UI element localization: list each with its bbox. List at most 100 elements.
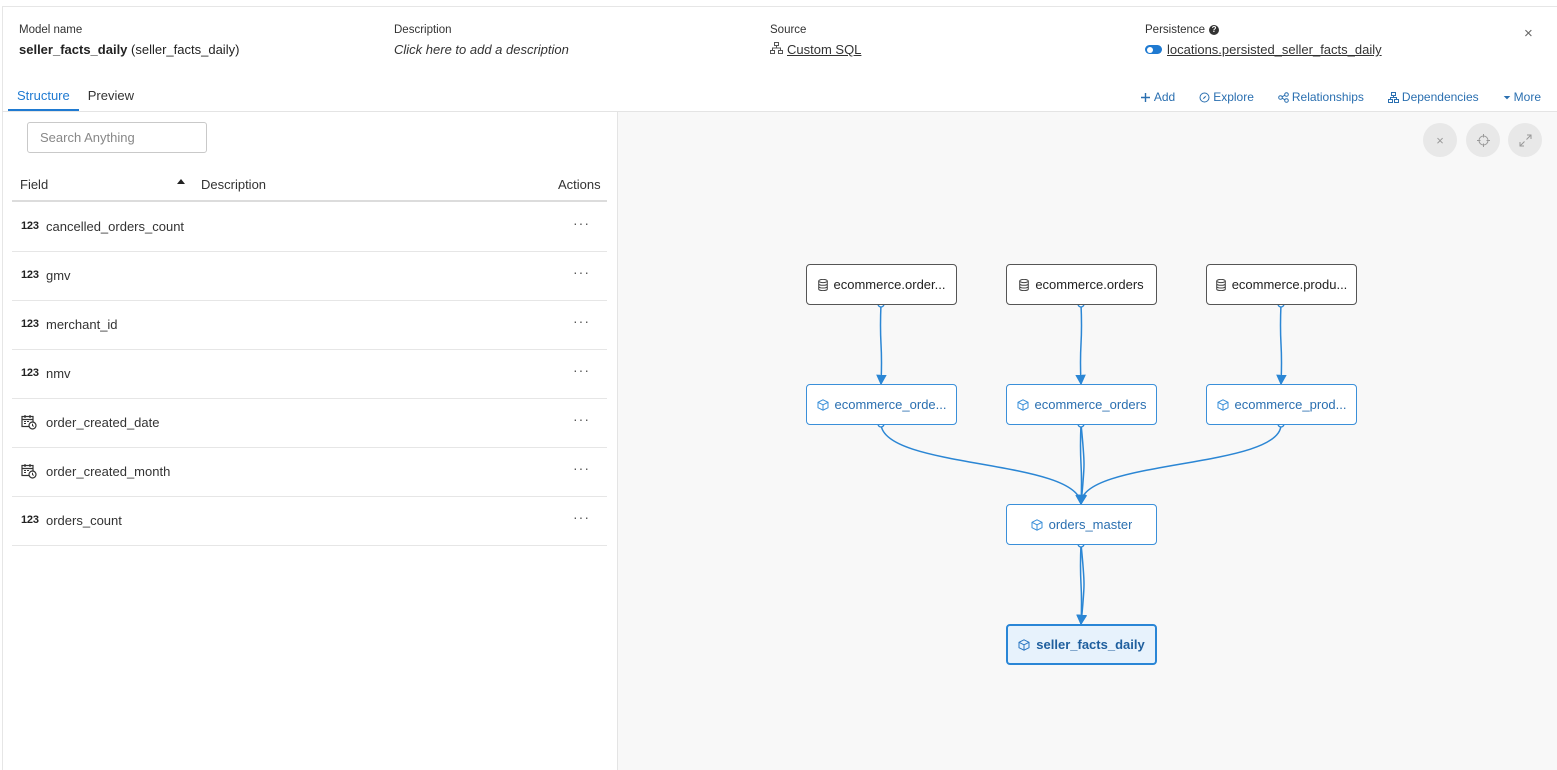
graph-edge [880,423,1086,506]
add-label: Add [1153,90,1176,104]
database-icon [817,278,828,291]
tab-bar: Structure Preview [8,84,143,111]
persistence-link[interactable]: locations.persisted_seller_facts_daily [1167,42,1382,57]
number-icon: 123 [21,367,39,379]
caret-down-icon [1503,95,1510,99]
graph-edge [1075,303,1086,386]
model-alias-value: (seller_facts_daily) [131,42,240,57]
graph-node-ecommerce-order-items-model[interactable]: ecommerce_orde... [806,384,957,425]
row-actions-button[interactable]: ··· [573,411,590,427]
table-row[interactable]: 123 gmv ··· [12,252,607,301]
actions-column-header: Actions [558,177,601,192]
calendar-clock-icon [21,463,37,482]
number-icon: 123 [21,220,39,232]
field-name: gmv [46,268,71,283]
graph-node-ecommerce-order-items[interactable]: ecommerce.order... [806,264,957,305]
field-name: nmv [46,366,71,381]
graph-edge [1076,543,1088,626]
panel-divider [617,112,618,770]
more-button[interactable]: More [1503,90,1541,104]
row-actions-button[interactable]: ··· [573,460,590,476]
node-label: ecommerce_orders [1034,397,1147,412]
number-icon: 123 [21,514,39,526]
cube-icon [1018,638,1030,651]
description-label: Description [394,24,452,36]
search-input[interactable] [27,122,207,153]
number-icon: 123 [21,269,39,281]
row-actions-button[interactable]: ··· [573,362,590,378]
table-row[interactable]: 123 nmv ··· [12,350,607,399]
crosshair-icon [1476,133,1490,147]
source-link[interactable]: Custom SQL [787,42,862,57]
graph-node-orders-master[interactable]: orders_master [1006,504,1157,545]
cube-icon [1031,518,1043,531]
graph-node-seller-facts-daily[interactable]: seller_facts_daily [1006,624,1157,665]
table-row[interactable]: 123 merchant_id ··· [12,301,607,350]
node-label: ecommerce.order... [833,277,946,292]
graph-edges [876,300,1287,626]
fields-table-body: 123 cancelled_orders_count ··· 123 gmv ·… [12,203,607,546]
model-name-label: Model name [19,24,83,36]
dependency-graph[interactable]: × ecommerce.order... ecommerce.orders ec… [618,112,1557,770]
fullscreen-button[interactable] [1508,123,1542,157]
row-actions-button[interactable]: ··· [573,215,590,231]
description-section: Description Click here to add a descript… [394,24,569,57]
sort-ascending-icon[interactable] [177,179,185,184]
close-icon: × [1436,132,1444,148]
toolbar-actions: Add Explore Relationships Dependencies M… [1140,90,1541,104]
graph-edge [1276,303,1287,386]
field-column-header[interactable]: Field [20,177,49,192]
graph-edge [1076,543,1087,626]
more-label: More [1513,90,1541,104]
table-row[interactable]: order_created_month ··· [12,448,607,497]
close-icon[interactable]: × [1524,25,1533,42]
cube-icon [817,398,828,411]
recenter-button[interactable] [1466,123,1500,157]
node-label: ecommerce.produ... [1231,277,1348,292]
compass-icon [1199,92,1210,102]
row-actions-button[interactable]: ··· [573,313,590,329]
table-row[interactable]: 123 orders_count ··· [12,497,607,546]
node-label: seller_facts_daily [1036,637,1145,652]
source-section: Source Custom SQL [770,24,861,57]
persistence-section: Persistence? locations.persisted_seller_… [1145,24,1382,57]
node-label: ecommerce_orde... [834,397,947,412]
graph-edge [1076,423,1088,506]
explore-button[interactable]: Explore [1199,90,1254,104]
graph-edge [1075,423,1282,506]
row-actions-button[interactable]: ··· [573,264,590,280]
row-actions-button[interactable]: ··· [573,509,590,525]
dependencies-label: Dependencies [1401,90,1479,104]
graph-edge [1076,423,1087,506]
relationships-button[interactable]: Relationships [1278,90,1364,104]
calendar-clock-icon [21,414,37,433]
description-input[interactable]: Click here to add a description [394,42,569,57]
graph-edge [876,303,887,386]
table-row[interactable]: order_created_date ··· [12,399,607,448]
graph-node-ecommerce-products[interactable]: ecommerce.produ... [1206,264,1357,305]
description-column-header: Description [201,177,267,192]
tab-structure[interactable]: Structure [8,84,79,111]
graph-node-ecommerce-orders[interactable]: ecommerce.orders [1006,264,1157,305]
database-icon [1215,278,1226,291]
graph-close-button[interactable]: × [1423,123,1457,157]
relationships-label: Relationships [1291,90,1364,104]
explore-label: Explore [1213,90,1254,104]
graph-node-ecommerce-orders-model[interactable]: ecommerce_orders [1006,384,1157,425]
cube-icon [1217,398,1228,411]
add-button[interactable]: Add [1140,90,1175,104]
node-label: orders_master [1048,517,1133,532]
node-label: ecommerce_prod... [1234,397,1347,412]
field-name: merchant_id [46,317,118,332]
tab-preview[interactable]: Preview [87,88,134,103]
number-icon: 123 [21,318,39,330]
tab-divider [2,111,1557,112]
table-row[interactable]: 123 cancelled_orders_count ··· [12,203,607,252]
sitemap-icon [770,42,783,57]
graph-node-ecommerce-products-model[interactable]: ecommerce_prod... [1206,384,1357,425]
field-name: cancelled_orders_count [46,219,185,234]
field-name: order_created_month [46,464,171,479]
persistence-toggle[interactable] [1145,45,1162,54]
dependencies-button[interactable]: Dependencies [1387,90,1479,104]
help-icon[interactable]: ? [1209,25,1220,35]
